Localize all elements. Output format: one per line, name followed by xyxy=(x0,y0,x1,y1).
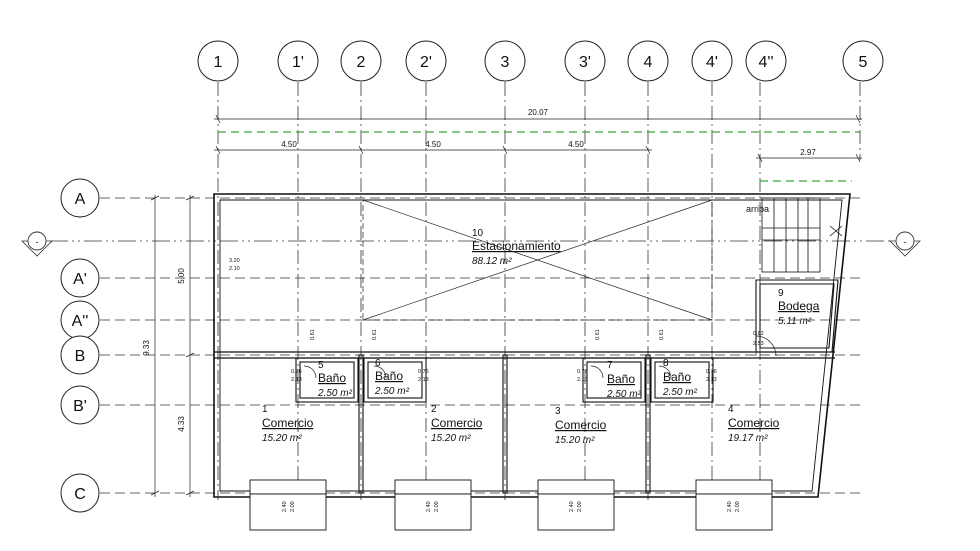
room-number-bano-5: 5 xyxy=(318,360,324,371)
window-2-dim-bottom: 2.00 xyxy=(434,501,440,512)
grid-col-1: 1 xyxy=(214,54,223,71)
section-marker-right: - xyxy=(904,237,907,247)
grid-col-4: 4 xyxy=(644,54,653,71)
room-number-comercio-4: 4 xyxy=(728,404,734,415)
grid-row-ap: A' xyxy=(73,271,87,288)
bano-7-door-bottom: 2.13 xyxy=(577,377,588,383)
window-4-dim-top: 2.40 xyxy=(727,501,733,512)
grid-row-a: A xyxy=(75,191,86,208)
dim-bay-4: 2.97 xyxy=(800,148,816,157)
wall-dim-2: 0.61 xyxy=(372,329,378,340)
room-number-bodega: 9 xyxy=(778,288,784,299)
room-area-bano-6: 2.50 m² xyxy=(374,386,410,397)
room-number-bano-7: 7 xyxy=(607,360,613,371)
grid-row-b: B xyxy=(75,348,86,365)
room-name-bano-5: Baño xyxy=(318,371,346,385)
bano-8-door-top: 0.76 xyxy=(706,369,717,375)
door-swings xyxy=(303,335,777,379)
dim-vertical-upper: 5.00 xyxy=(177,268,186,284)
room-name-bano-8: Baño xyxy=(663,370,691,384)
room-name-estacionamiento: Estacionamiento xyxy=(472,239,561,253)
bano-6-door-top: 0.76 xyxy=(418,369,429,375)
room-area-comercio-4: 19.17 m² xyxy=(728,433,768,444)
interior-partitions xyxy=(295,279,839,494)
grid-col-4pp: 4'' xyxy=(758,54,773,71)
bano-6-door-bottom: 2.13 xyxy=(418,377,429,383)
ramp-note: arriba xyxy=(746,204,769,214)
dimension-chains-left xyxy=(150,195,195,497)
wall-dim-1: 0.61 xyxy=(310,329,316,340)
wall-dim-3: 0.61 xyxy=(595,329,601,340)
room-name-bano-6: Baño xyxy=(375,369,403,383)
row-bubbles xyxy=(60,178,100,513)
room-area-bano-5: 2.50 m² xyxy=(317,388,353,399)
window-3-dim-bottom: 2.00 xyxy=(577,501,583,512)
grid-col-2: 2 xyxy=(357,54,366,71)
bodega-door-dim-top: 0.82 xyxy=(753,331,764,337)
bano-5-door-top: 0.76 xyxy=(291,369,302,375)
dim-vertical-lower: 4.33 xyxy=(177,416,186,432)
dimension-chains-top xyxy=(214,114,862,163)
green-reference-lines xyxy=(218,131,860,182)
grid-col-5: 5 xyxy=(859,54,868,71)
opening-dim-bottom: 2.10 xyxy=(229,266,240,272)
stair xyxy=(761,197,843,273)
window-1-dim-bottom: 2.00 xyxy=(290,501,296,512)
window-4-dim-bottom: 2.00 xyxy=(735,501,741,512)
bano-5-door-bottom: 2.13 xyxy=(291,377,302,383)
grid-col-4p: 4' xyxy=(706,54,718,71)
room-area-comercio-2: 15.20 m² xyxy=(431,433,471,444)
opening-dim-top: 3.20 xyxy=(229,258,240,264)
dim-overall: 20.07 xyxy=(528,108,549,117)
grid-col-3p: 3' xyxy=(579,54,591,71)
grid-row-c: C xyxy=(74,486,86,503)
grid-row-bp: B' xyxy=(73,398,87,415)
room-area-comercio-1: 15.20 m² xyxy=(262,433,302,444)
section-line xyxy=(21,231,921,257)
room-area-bodega: 5.11 m² xyxy=(778,316,812,327)
dim-vertical-total: 9.33 xyxy=(142,340,151,356)
room-area-estacionamiento: 88.12 m² xyxy=(472,256,512,267)
grid-col-3: 3 xyxy=(501,54,510,71)
room-name-comercio-3: Comercio xyxy=(555,418,607,432)
bano-7-door-top: 0.76 xyxy=(577,369,588,375)
room-number-comercio-1: 1 xyxy=(262,404,268,415)
grid-col-1p: 1' xyxy=(292,54,304,71)
dim-bay-2: 4.50 xyxy=(425,140,441,149)
storefront-windows xyxy=(249,479,773,531)
room-number-bano-6: 6 xyxy=(375,358,381,369)
room-name-comercio-4: Comercio xyxy=(728,416,780,430)
column-grid-lines xyxy=(217,82,861,500)
grid-col-2p: 2' xyxy=(420,54,432,71)
dim-bay-1: 4.50 xyxy=(281,140,297,149)
room-area-bano-7: 2.50 m² xyxy=(606,389,642,400)
bodega-door-dim-bottom: 2.53 xyxy=(753,341,764,347)
room-name-comercio-1: Comercio xyxy=(262,416,314,430)
window-2-dim-top: 2.40 xyxy=(426,501,432,512)
room-number-estacionamiento: 10 xyxy=(472,228,484,239)
row-grid-lines xyxy=(100,197,860,494)
dim-bay-3: 4.50 xyxy=(568,140,584,149)
grid-row-app: A'' xyxy=(72,313,89,330)
parking-area-lines xyxy=(362,199,713,321)
wall-dim-4: 0.61 xyxy=(659,329,665,340)
room-number-comercio-3: 3 xyxy=(555,406,561,417)
room-name-bodega: Bodega xyxy=(778,299,820,313)
room-area-bano-8: 2.50 m² xyxy=(662,387,698,398)
column-bubbles xyxy=(197,40,884,82)
room-area-comercio-3: 15.20 m² xyxy=(555,435,595,446)
bano-8-door-bottom: 2.13 xyxy=(706,377,717,383)
room-name-bano-7: Baño xyxy=(607,372,635,386)
section-marker-left: - xyxy=(36,237,39,247)
window-3-dim-top: 2.40 xyxy=(569,501,575,512)
room-name-comercio-2: Comercio xyxy=(431,416,483,430)
room-number-bano-8: 8 xyxy=(663,358,669,369)
room-number-comercio-2: 2 xyxy=(431,404,437,415)
window-1-dim-top: 2.40 xyxy=(282,501,288,512)
